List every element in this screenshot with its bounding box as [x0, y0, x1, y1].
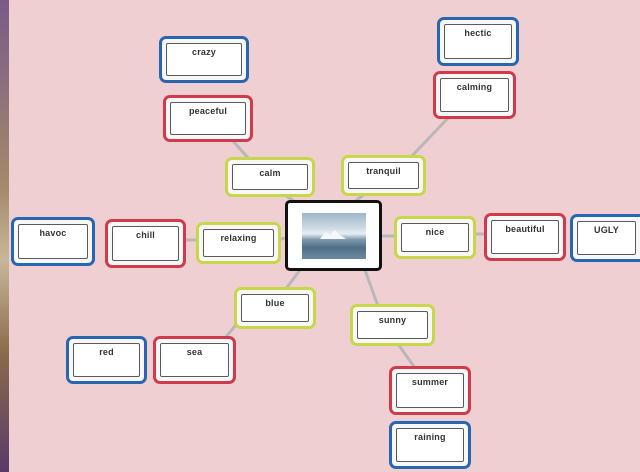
word-card-inner: summer	[396, 373, 464, 408]
word-label: raining	[414, 432, 446, 442]
word-label: hectic	[464, 28, 492, 38]
word-label: UGLY	[594, 225, 619, 235]
word-card-inner: chill	[112, 226, 179, 261]
word-label: peaceful	[188, 106, 228, 116]
word-card-havoc[interactable]: havoc	[11, 217, 95, 266]
link-center-sunny	[363, 269, 380, 307]
word-label: red	[99, 347, 114, 357]
word-label: summer	[411, 377, 449, 387]
word-card-inner: havoc	[18, 224, 88, 259]
word-card-inner: hectic	[444, 24, 512, 59]
word-label: tranquil	[366, 166, 401, 176]
word-card-sunny[interactable]: sunny	[350, 304, 435, 346]
word-label: crazy	[191, 47, 217, 57]
word-card-peaceful[interactable]: peaceful	[163, 95, 253, 142]
word-card-ugly[interactable]: UGLY	[570, 214, 640, 262]
word-card-inner: nice	[401, 223, 469, 252]
word-card-blue[interactable]: blue	[234, 287, 316, 329]
word-card-red[interactable]: red	[66, 336, 147, 384]
word-label: beautiful	[505, 224, 545, 234]
word-card-inner: peaceful	[170, 102, 246, 135]
word-card-inner: sea	[160, 343, 229, 377]
center-image-card[interactable]	[285, 200, 382, 271]
word-card-crazy[interactable]: crazy	[159, 36, 249, 83]
word-label: nice	[425, 227, 445, 237]
word-card-chill[interactable]: chill	[105, 219, 186, 268]
word-card-inner: red	[73, 343, 140, 377]
word-card-nice[interactable]: nice	[394, 216, 476, 259]
word-card-inner: calming	[440, 78, 509, 112]
word-card-hectic[interactable]: hectic	[437, 17, 519, 66]
iceberg-shape	[320, 230, 346, 239]
word-label: sunny	[378, 315, 407, 325]
word-card-inner: blue	[241, 294, 309, 322]
winter-lake-image	[302, 213, 366, 259]
link-sunny-summer	[396, 343, 417, 369]
link-tranquil-calming	[408, 116, 450, 160]
word-card-inner: calm	[232, 164, 308, 190]
word-card-beautiful[interactable]: beautiful	[484, 213, 566, 261]
word-card-inner: raining	[396, 428, 464, 462]
word-card-inner: sunny	[357, 311, 428, 339]
word-label: chill	[135, 230, 155, 240]
link-center-blue	[283, 269, 302, 291]
word-label: calm	[259, 168, 281, 178]
word-card-calming[interactable]: calming	[433, 71, 516, 119]
word-card-raining[interactable]: raining	[389, 421, 471, 469]
word-card-sea[interactable]: sea	[153, 336, 236, 384]
word-card-calm[interactable]: calm	[225, 157, 315, 197]
word-card-inner: beautiful	[491, 220, 559, 254]
word-card-inner: crazy	[166, 43, 242, 76]
word-card-inner: relaxing	[203, 229, 274, 257]
word-label: sea	[186, 347, 203, 357]
link-calm-peaceful	[230, 138, 252, 162]
word-label: relaxing	[220, 233, 257, 243]
word-label: blue	[265, 298, 285, 308]
word-card-inner: tranquil	[348, 162, 419, 189]
word-card-summer[interactable]: summer	[389, 366, 471, 415]
word-card-tranquil[interactable]: tranquil	[341, 155, 426, 196]
word-card-inner: UGLY	[577, 221, 636, 255]
word-label: calming	[456, 82, 493, 92]
word-card-relaxing[interactable]: relaxing	[196, 222, 281, 264]
word-label: havoc	[39, 228, 67, 238]
